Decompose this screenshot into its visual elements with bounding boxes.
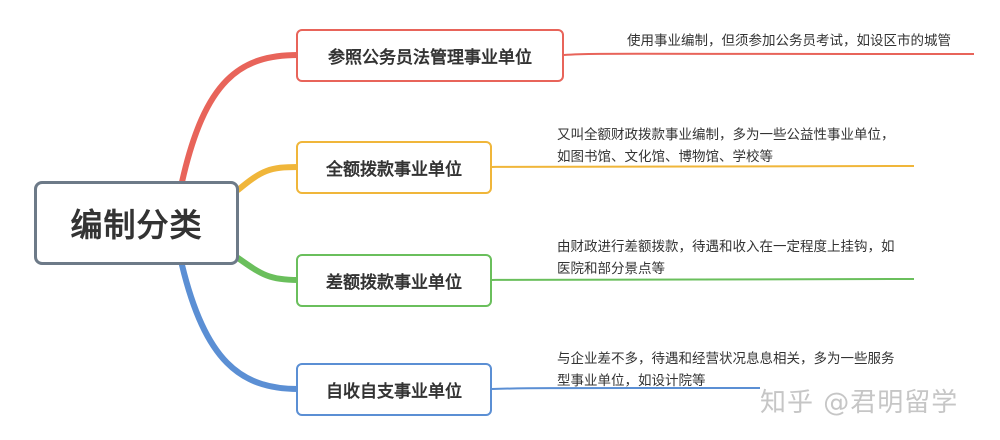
note-line: 医院和部分景点等 (557, 261, 665, 277)
connector-branch-2 (235, 255, 301, 283)
branch-label-3: 自收自支事业单位 (326, 382, 462, 402)
branch-node-2: 差额拨款事业单位 (296, 254, 492, 307)
branch-label-0: 参照公务员法管理事业单位 (328, 48, 532, 68)
branch-note-0: 使用事业编制，但须参加公务员考试，如设区市的城管 (627, 30, 951, 52)
root-label: 编制分类 (70, 206, 203, 244)
branch-node-1: 全额拨款事业单位 (296, 141, 492, 194)
note-line: 由财政进行差额拨款，待遇和收入在一定程度上挂钩，如 (557, 239, 895, 255)
watermark: 知乎 @君明留学 (760, 388, 959, 418)
note-underline-2 (491, 278, 915, 281)
branch-label-1: 全额拨款事业单位 (326, 160, 462, 180)
note-line: 又叫全额财政拨款事业编制，多为一些公益性事业单位， (557, 127, 895, 143)
branch-node-0: 参照公务员法管理事业单位 (296, 29, 564, 82)
connector-branch-3 (179, 262, 301, 392)
note-underline-0 (563, 52, 975, 56)
note-underline-3 (491, 387, 761, 390)
connector-branch-1 (235, 164, 301, 193)
branch-note-3: 与企业差不多，待遇和经营状况息息相关，多为一些服务 型事业单位，如设计院等 (557, 348, 895, 392)
branch-note-1: 又叫全额财政拨款事业编制，多为一些公益性事业单位， 如图书馆、文化馆、博物馆、学… (557, 124, 895, 168)
note-line: 与企业差不多，待遇和经营状况息息相关，多为一些服务 (557, 351, 895, 367)
note-line: 如图书馆、文化馆、博物馆、学校等 (557, 149, 773, 165)
branch-note-2: 由财政进行差额拨款，待遇和收入在一定程度上挂钩，如 医院和部分景点等 (557, 236, 895, 280)
note-underline-1 (491, 165, 915, 168)
root-node: 编制分类 (34, 181, 239, 265)
branch-label-2: 差额拨款事业单位 (326, 273, 462, 293)
note-line: 使用事业编制，但须参加公务员考试，如设区市的城管 (627, 33, 951, 49)
branch-node-3: 自收自支事业单位 (296, 363, 492, 416)
note-line: 型事业单位，如设计院等 (557, 373, 706, 389)
connector-branch-0 (179, 52, 301, 185)
